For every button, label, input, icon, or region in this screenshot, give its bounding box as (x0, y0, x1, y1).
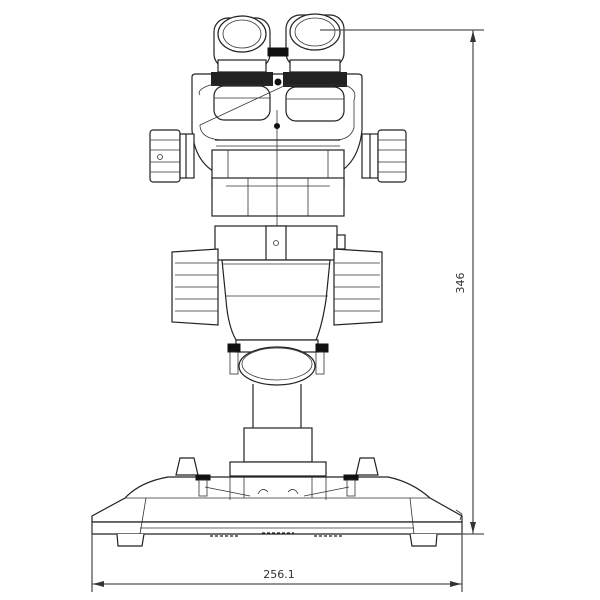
height-dimension: 346 (320, 29, 484, 535)
eyepiece-left (211, 15, 273, 121)
zoom-knob-right (333, 248, 383, 326)
focus-knob-upper-right (361, 129, 407, 183)
width-dimension-label: 256.1 (263, 568, 295, 581)
pillar (229, 384, 327, 477)
eyepiece-right (283, 13, 347, 122)
width-dimension: 256.1 (91, 522, 463, 592)
focus-knob-upper-left (149, 129, 195, 183)
zoom-knob-left (171, 248, 219, 326)
binocular-head (191, 73, 363, 260)
zoom-body (214, 225, 346, 341)
base-feet (116, 509, 463, 547)
height-dimension-label: 346 (454, 273, 467, 294)
stage-clips (195, 474, 359, 497)
binocular-eyepieces (211, 13, 347, 122)
objective-lens (227, 339, 329, 386)
